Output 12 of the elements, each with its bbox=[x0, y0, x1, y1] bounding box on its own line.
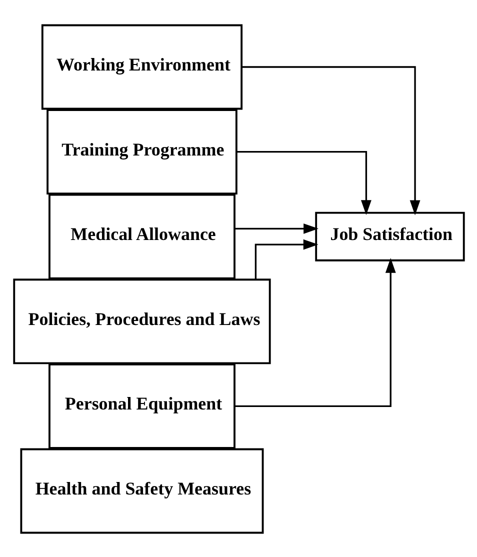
node-box: Health and Safety Measures bbox=[20, 448, 264, 534]
arrow bbox=[241, 66, 420, 215]
node-box: Working Environment bbox=[40, 24, 242, 110]
arrow bbox=[236, 150, 371, 215]
arrow bbox=[254, 238, 318, 279]
node-box: Training Programme bbox=[46, 108, 237, 194]
node-box: Policies, Procedures and Laws bbox=[12, 278, 270, 364]
node-box: Personal Equipment bbox=[48, 362, 235, 448]
node-box: Job Satisfaction bbox=[314, 211, 464, 261]
node-box: Medical Allowance bbox=[48, 193, 235, 279]
arrow bbox=[234, 222, 318, 234]
arrow bbox=[234, 258, 396, 407]
